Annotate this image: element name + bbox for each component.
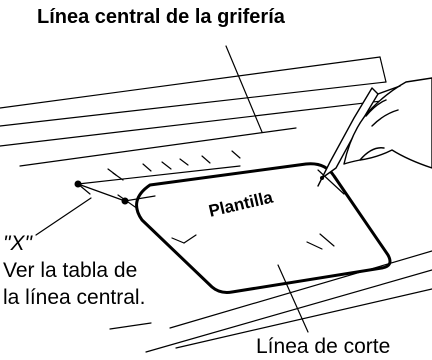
countertop-front-edge — [109, 250, 432, 353]
countertop-back-edge — [0, 56, 391, 147]
hand-with-pencil — [317, 77, 432, 187]
faucet-center-line — [19, 127, 297, 176]
title-label: Línea central de la grifería — [37, 6, 285, 28]
leader-lines — [35, 45, 309, 333]
reference-line — [77, 155, 241, 185]
template-outline — [117, 162, 392, 294]
measure-points — [74, 176, 324, 205]
note-line-1: Ver la tabla de — [3, 259, 138, 282]
note-line-2: la línea central. — [3, 286, 146, 309]
cut-line-label: Línea de corte — [256, 335, 391, 358]
x-dimension-label: "X" — [3, 232, 32, 255]
